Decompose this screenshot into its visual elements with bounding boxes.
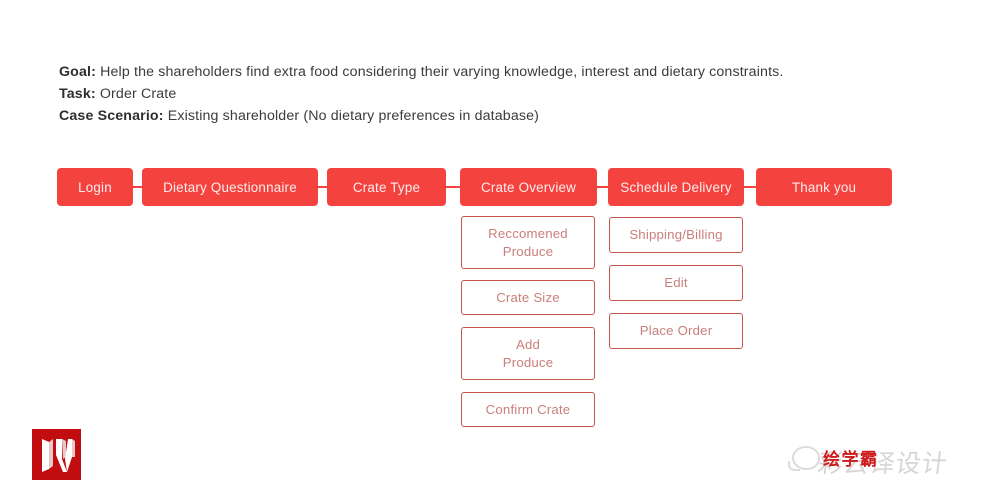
- brief-line: Goal: Help the shareholders find extra f…: [59, 62, 919, 84]
- watermark: 彩云译设计 绘学霸: [788, 440, 988, 482]
- brief-label: Case Scenario:: [59, 107, 164, 124]
- flow-subbox-label-line: Add: [515, 337, 541, 352]
- flow-connector: [318, 186, 327, 189]
- flow-subbox-label-line: Produce: [502, 243, 554, 259]
- flow-subbox-label-line: Edit: [664, 275, 688, 291]
- flow-subbox-edit[interactable]: Edit: [609, 265, 743, 301]
- flow-subbox-label: Crate Size: [496, 289, 560, 307]
- flow-node-label: Crate Type: [352, 179, 421, 195]
- brief-label: Task:: [59, 85, 96, 102]
- flow-subbox-label-line: Produce: [502, 354, 554, 370]
- flow-connector: [744, 186, 756, 189]
- flow-subbox-label: Edit: [664, 274, 688, 292]
- flow-subbox-label-line: Crate Size: [496, 289, 560, 305]
- watermark-ghost-text: 彩云译设计: [816, 449, 950, 478]
- brand-logo: [32, 429, 81, 480]
- flow-subbox-label: Shipping/Billing: [629, 226, 722, 244]
- flow-node-crate-overview[interactable]: Crate Overview: [460, 168, 597, 206]
- flow-subbox-shipping-billing[interactable]: Shipping/Billing: [609, 217, 743, 253]
- flow-node-schedule-delivery[interactable]: Schedule Delivery: [608, 168, 744, 206]
- flow-node-thank-you[interactable]: Thank you: [756, 168, 892, 206]
- flow-node-label: Thank you: [791, 179, 857, 195]
- flow-node-login[interactable]: Login: [57, 168, 133, 206]
- flow-subbox-confirm-crate[interactable]: Confirm Crate: [461, 392, 595, 427]
- brief-text: Order Crate: [95, 85, 177, 102]
- brief-text: Existing shareholder (No dietary prefere…: [163, 107, 540, 124]
- flow-node-crate-type[interactable]: Crate Type: [327, 168, 446, 206]
- flow-node-label: Crate Overview: [480, 179, 577, 195]
- flow-node-dietary-questionnaire[interactable]: Dietary Questionnaire: [142, 168, 318, 206]
- flow-subbox-label-line: Confirm Crate: [485, 401, 571, 417]
- flow-node-label: Login: [78, 179, 112, 195]
- brief-label: Goal:: [59, 64, 97, 80]
- brief-block: Goal: Help the shareholders find extra f…: [59, 62, 919, 127]
- brief-line: Case Scenario: Existing shareholder (No …: [59, 106, 919, 128]
- flow-subbox-label-line: Shipping/Billing: [629, 227, 723, 243]
- logo-w-icon: [42, 439, 75, 472]
- flow-connector: [597, 186, 608, 189]
- flow-subbox-label: Place Order: [640, 322, 713, 340]
- watermark-brand-text: 绘学霸: [823, 450, 879, 470]
- flow-connector: [133, 186, 142, 189]
- flow-subbox-crate-size[interactable]: Crate Size: [461, 280, 595, 315]
- brief-text: Help the shareholders find extra food co…: [96, 64, 784, 80]
- flow-node-label: Schedule Delivery: [620, 179, 732, 195]
- flow-node-label: Dietary Questionnaire: [163, 179, 297, 195]
- flow-connector: [446, 186, 460, 189]
- flow-subbox-label-line: Reccomened: [488, 226, 568, 241]
- watermark-circle-icon: [788, 446, 820, 471]
- flow-subbox-place-order[interactable]: Place Order: [609, 313, 743, 349]
- brief-line: Task: Order Crate: [59, 84, 919, 106]
- flow-subbox-label-line: Place Order: [639, 323, 713, 339]
- flow-subbox-label: Confirm Crate: [486, 401, 571, 419]
